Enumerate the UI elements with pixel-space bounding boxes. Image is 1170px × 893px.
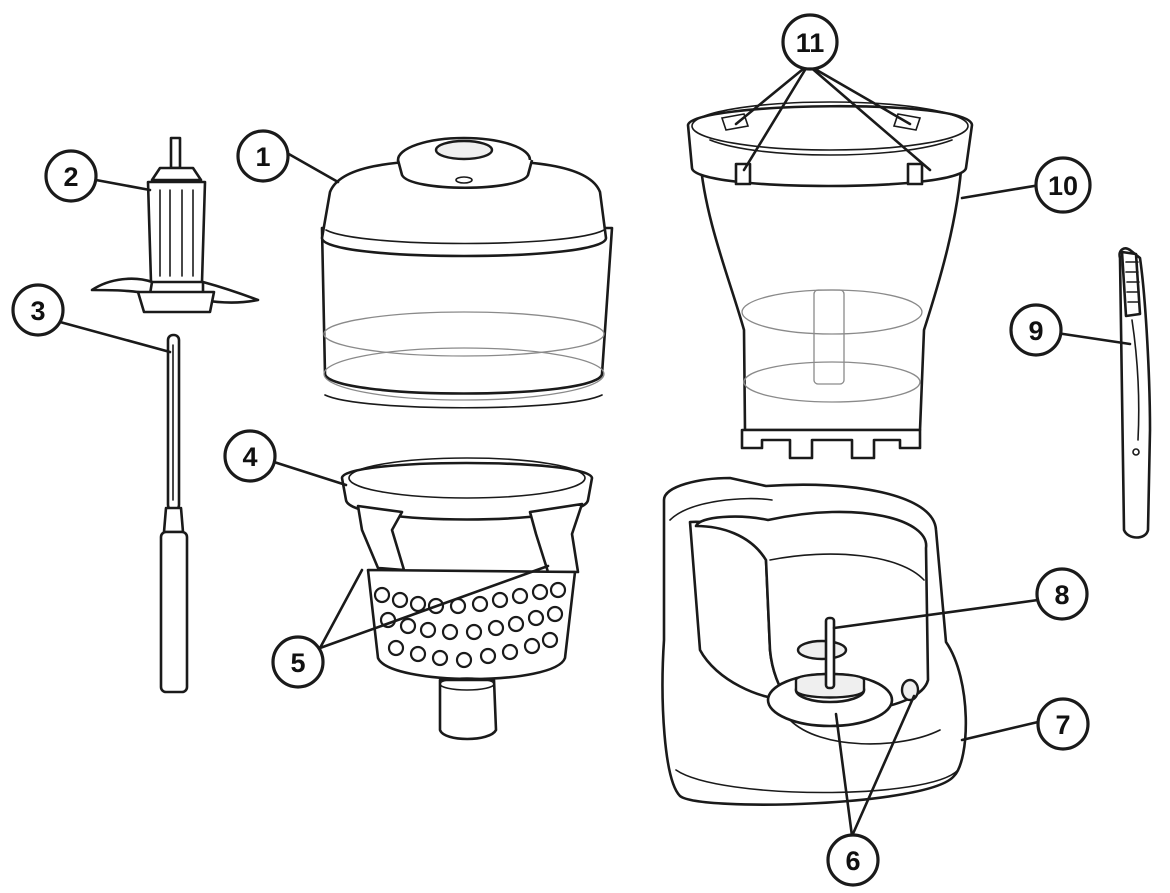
- motor-base-icon: [661, 476, 968, 806]
- svg-text:3: 3: [30, 296, 45, 326]
- svg-text:4: 4: [242, 442, 257, 472]
- callout-2: 2: [44, 149, 98, 203]
- svg-text:10: 10: [1048, 171, 1078, 201]
- cleaning-brush-icon: [1118, 247, 1152, 539]
- callout-8: 8: [1035, 567, 1089, 621]
- basket-holes: [373, 581, 567, 669]
- svg-text:7: 7: [1055, 710, 1070, 740]
- svg-text:1: 1: [255, 142, 270, 172]
- drive-shaft-icon: [159, 333, 189, 694]
- callout-7: 7: [1036, 697, 1090, 751]
- svg-text:6: 6: [845, 846, 860, 876]
- svg-text:5: 5: [290, 648, 305, 678]
- pulp-container-icon: [686, 101, 974, 460]
- callout-9: 9: [1009, 303, 1063, 357]
- chopping-blade-icon: [90, 136, 260, 314]
- svg-text:11: 11: [796, 28, 825, 58]
- lid-and-bowl-icon: [320, 136, 614, 409]
- callout-11: 11: [781, 13, 839, 71]
- callout-5: 5: [271, 635, 325, 689]
- svg-text:2: 2: [63, 162, 78, 192]
- leader-lines: [58, 63, 1132, 838]
- callout-4: 4: [223, 429, 277, 483]
- callout-3: 3: [11, 283, 65, 337]
- svg-text:8: 8: [1054, 580, 1069, 610]
- svg-text:9: 9: [1028, 316, 1043, 346]
- callout-10: 10: [1034, 156, 1092, 214]
- callout-6: 6: [826, 833, 880, 887]
- strainer-basket-icon: [340, 457, 594, 741]
- callout-1: 1: [236, 129, 290, 183]
